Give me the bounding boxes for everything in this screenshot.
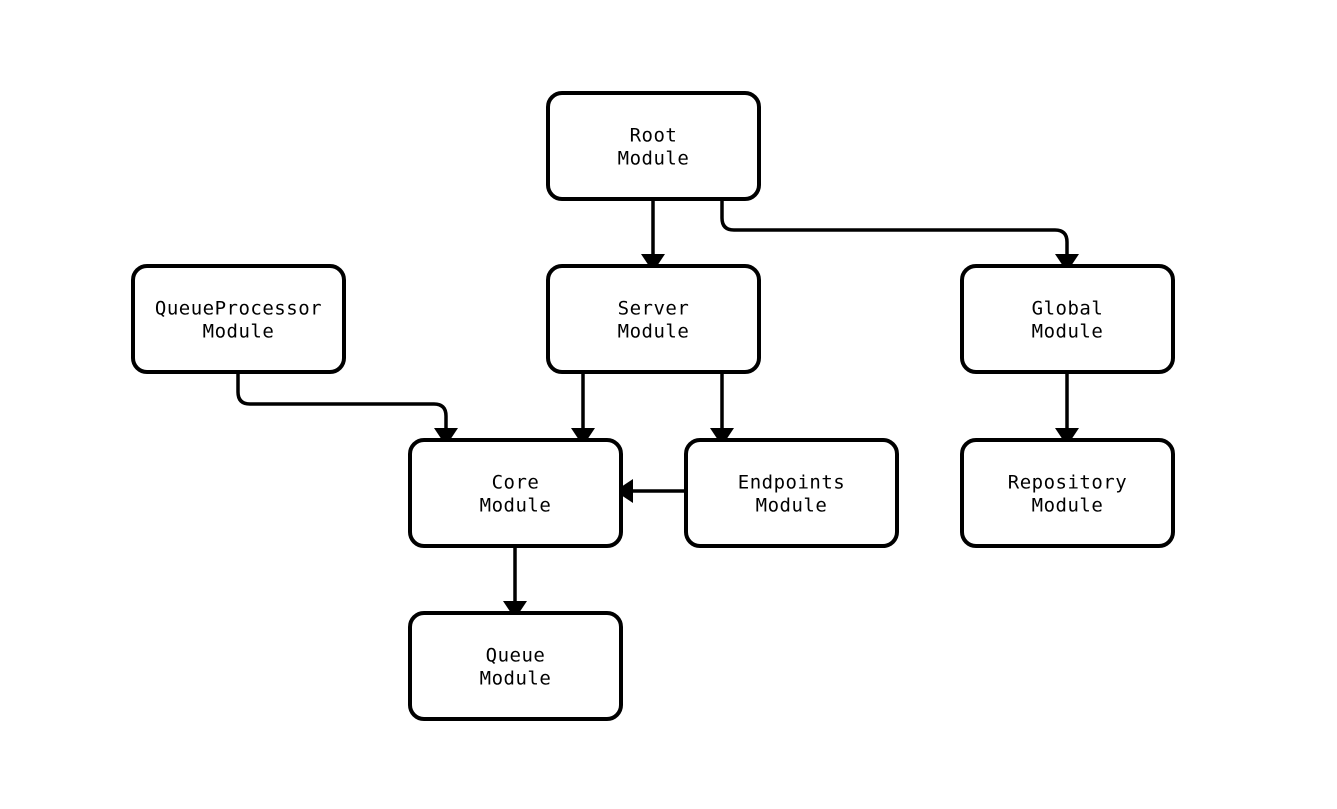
arrowhead-down-icon — [434, 428, 458, 446]
arrowhead-down-icon — [571, 428, 595, 446]
edge-server-to-endpoints — [710, 372, 734, 446]
edge-endpoints-to-core — [615, 479, 686, 503]
node-box[interactable] — [546, 91, 761, 201]
node-endpoints-module[interactable]: Endpoints Module — [684, 438, 899, 548]
node-global-module[interactable]: Global Module — [960, 264, 1175, 374]
node-label-line2: Module — [203, 321, 275, 343]
node-core-module[interactable]: Core Module — [408, 438, 623, 548]
node-label-line2: Module — [756, 495, 828, 517]
edge-layer — [236, 199, 1079, 619]
edge-path — [236, 372, 448, 428]
node-root-module[interactable]: Root Module — [546, 91, 761, 201]
node-box[interactable] — [960, 438, 1175, 548]
node-box[interactable] — [546, 264, 761, 374]
node-label-line1: QueueProcessor — [155, 298, 322, 320]
arrowhead-down-icon — [503, 601, 527, 619]
node-layer: Root Module QueueProcessor Module Server… — [131, 91, 1175, 721]
node-label-line2: Module — [480, 495, 552, 517]
node-label-line2: Module — [480, 668, 552, 690]
arrowhead-down-icon — [710, 428, 734, 446]
node-label-line2: Module — [1032, 495, 1104, 517]
node-label-line1: Repository — [1008, 472, 1127, 494]
edge-path — [720, 199, 1069, 254]
node-server-module[interactable]: Server Module — [546, 264, 761, 374]
node-label-line1: Core — [492, 472, 540, 494]
node-queueprocessor-module[interactable]: QueueProcessor Module — [131, 264, 346, 374]
edge-queueprocessor-to-core — [236, 372, 458, 446]
node-box[interactable] — [408, 611, 623, 721]
node-box[interactable] — [131, 264, 346, 374]
node-label-line1: Queue — [486, 645, 546, 667]
node-queue-module[interactable]: Queue Module — [408, 611, 623, 721]
edge-core-to-queue — [503, 546, 527, 619]
node-label-line2: Module — [1032, 321, 1104, 343]
node-label-line1: Root — [630, 125, 678, 147]
edge-root-to-global — [720, 199, 1079, 272]
edge-root-to-server — [641, 199, 665, 272]
edge-server-to-core — [571, 372, 595, 446]
node-label-line1: Global — [1032, 298, 1104, 320]
node-box[interactable] — [960, 264, 1175, 374]
arrowhead-down-icon — [1055, 254, 1079, 272]
node-repository-module[interactable]: Repository Module — [960, 438, 1175, 548]
node-label-line1: Server — [618, 298, 690, 320]
arrowhead-down-icon — [1055, 428, 1079, 446]
node-box[interactable] — [408, 438, 623, 548]
arrowhead-down-icon — [641, 254, 665, 272]
node-label-line1: Endpoints — [738, 472, 845, 494]
node-box[interactable] — [684, 438, 899, 548]
arrowhead-left-icon — [615, 479, 633, 503]
edge-global-to-repository — [1055, 372, 1079, 446]
node-label-line2: Module — [618, 321, 690, 343]
node-label-line2: Module — [618, 148, 690, 170]
